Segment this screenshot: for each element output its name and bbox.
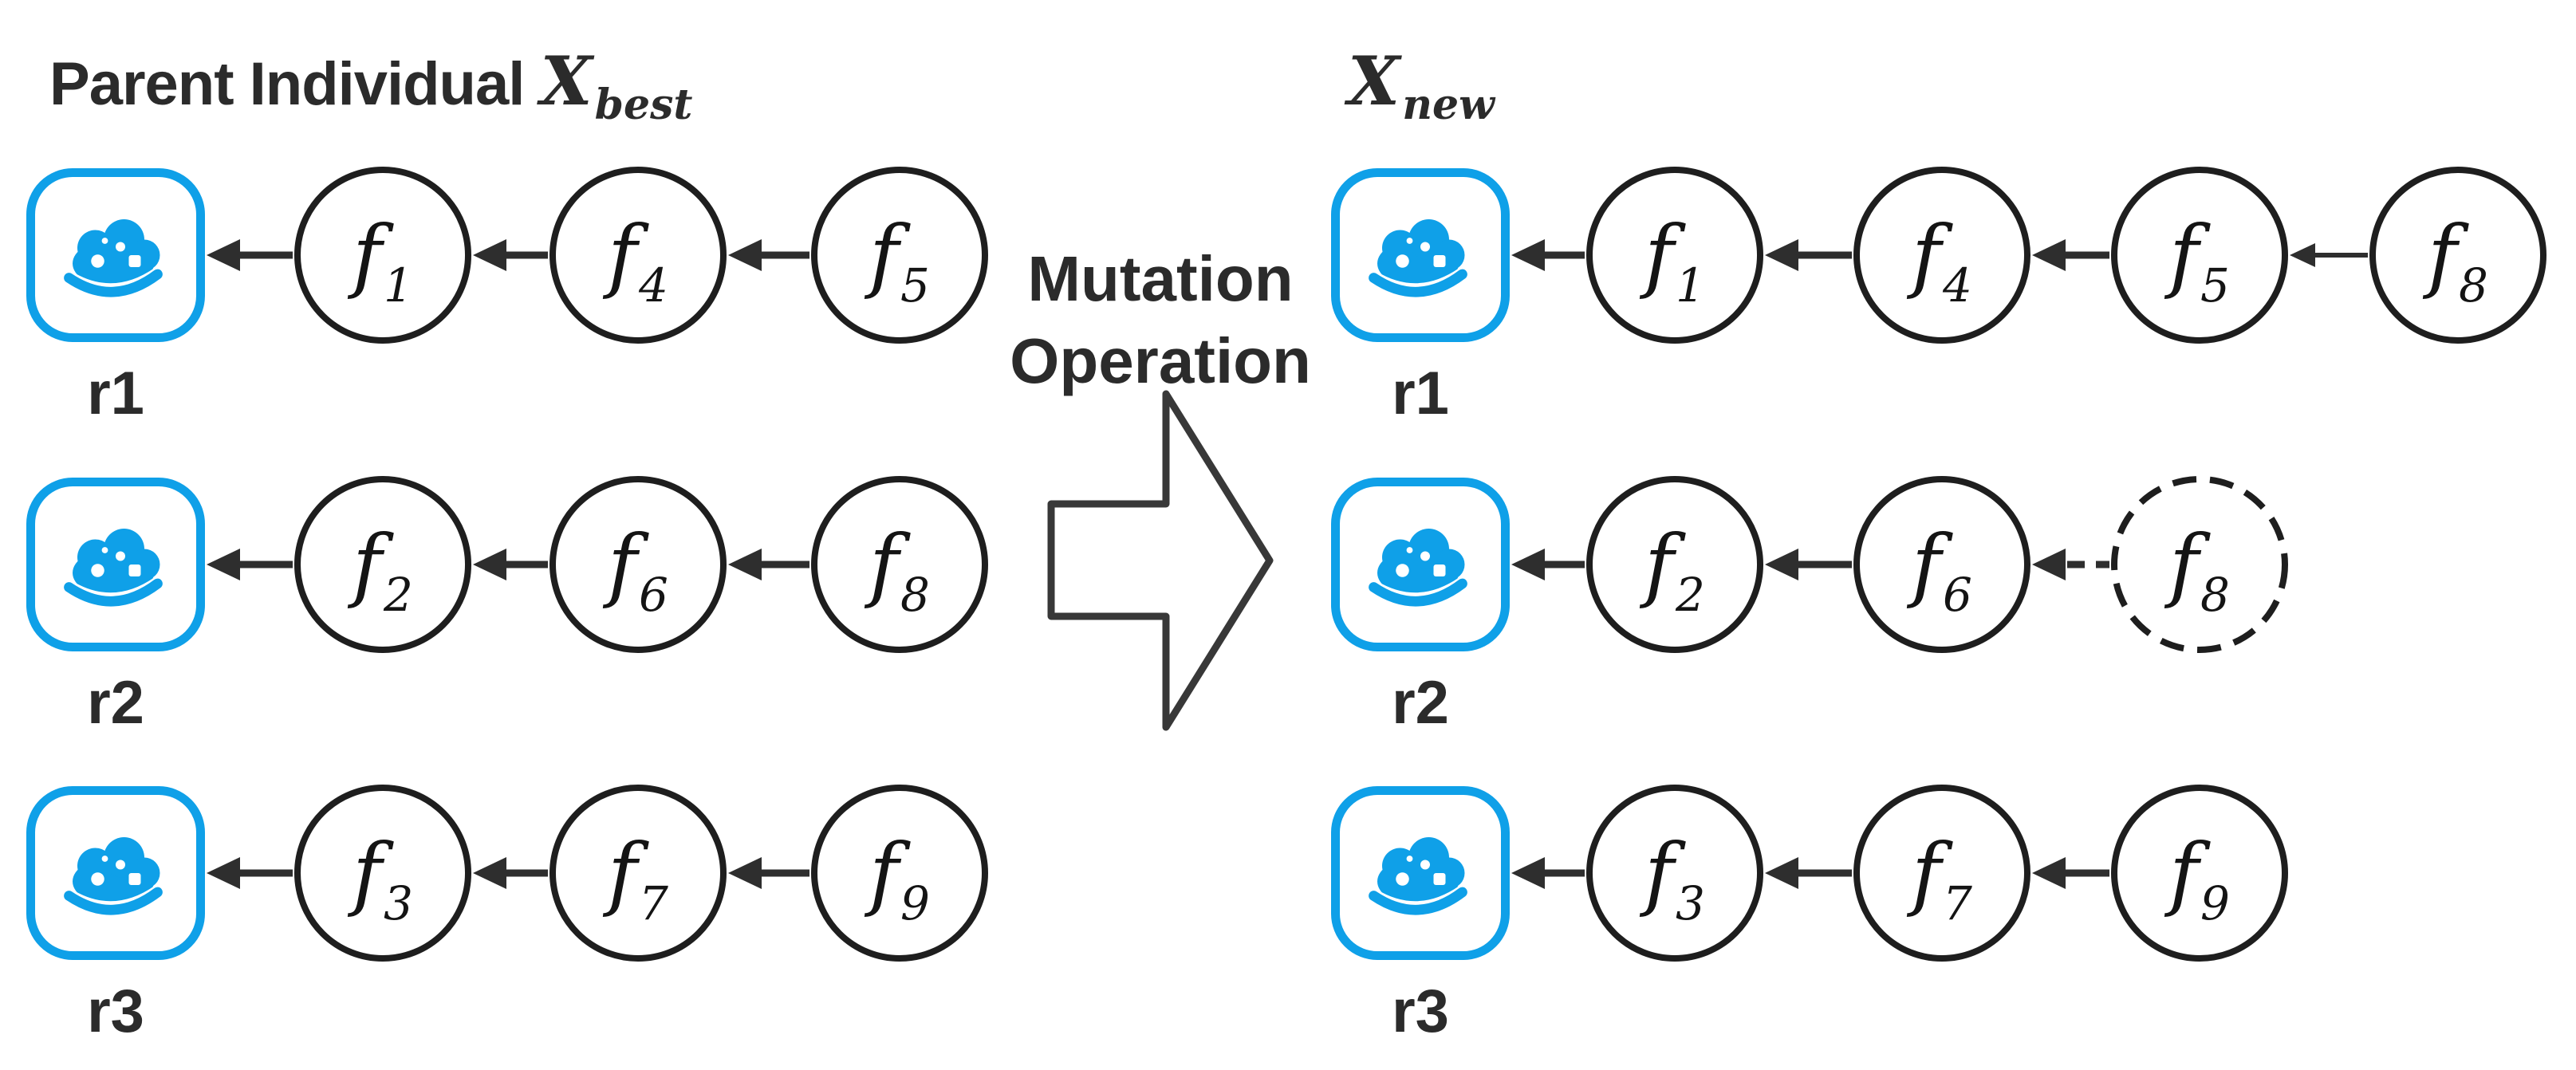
right-panel-title: Xnew (1348, 41, 1495, 129)
resource-r1-right (1331, 168, 1510, 342)
cloud-icon (1357, 813, 1483, 933)
resource-r1-left (26, 168, 205, 342)
function-node-f5-right: f5 (2111, 167, 2288, 344)
cloud-icon (53, 195, 179, 315)
resource-r2-right (1331, 478, 1510, 651)
resource-label-r3-right: r3 (1392, 978, 1449, 1045)
left-title-text: Parent Individual (49, 50, 525, 118)
resource-r2-left (26, 478, 205, 651)
resource-r3-left (26, 786, 205, 960)
cloud-icon (53, 813, 179, 933)
resource-label-r3-left: r3 (87, 978, 144, 1045)
function-node-f7-right: f7 (1853, 785, 2030, 962)
resource-r3-right (1331, 786, 1510, 960)
function-node-f1-left: f1 (294, 167, 471, 344)
left-arrows (207, 239, 809, 889)
function-node-f6-right: f6 (1853, 476, 2030, 653)
function-node-f8-right-removed-dashed: f8 (2169, 517, 2230, 622)
function-node-f5-left: f5 (811, 167, 988, 344)
cloud-icon (1357, 505, 1483, 624)
mutation-block-arrow (1047, 390, 1274, 731)
function-node-f2-right: f2 (1586, 476, 1763, 653)
dashed-node-circle (2111, 476, 2288, 653)
cloud-icon (53, 505, 179, 624)
function-node-f8-right-moved: f8 (2369, 167, 2546, 344)
left-title-variable: Xbest (540, 41, 693, 129)
function-node-f3-left: f3 (294, 785, 471, 962)
function-node-f9-left: f9 (811, 785, 988, 962)
function-node-f7-left: f7 (549, 785, 727, 962)
resource-label-r2-left: r2 (87, 669, 144, 737)
resource-label-r1-left: r1 (87, 360, 144, 427)
function-node-f3-right: f3 (1586, 785, 1763, 962)
function-node-f2-left: f2 (294, 476, 471, 653)
right-title-variable: Xnew (1348, 41, 1495, 129)
left-panel-title: Parent Individual Xbest (49, 41, 692, 129)
function-node-f4-right: f4 (1853, 167, 2030, 344)
cloud-icon (1357, 195, 1483, 315)
resource-label-r2-right: r2 (1392, 669, 1449, 737)
resource-label-r1-right: r1 (1392, 360, 1449, 427)
right-arrows (1511, 239, 2368, 889)
function-node-f6-left: f6 (549, 476, 727, 653)
function-node-f1-right: f1 (1586, 167, 1763, 344)
function-node-f8-left: f8 (811, 476, 988, 653)
mutation-operation-label: Mutation Operation (1010, 243, 1311, 396)
function-node-f4-left: f4 (549, 167, 727, 344)
function-node-f9-right: f9 (2111, 785, 2288, 962)
